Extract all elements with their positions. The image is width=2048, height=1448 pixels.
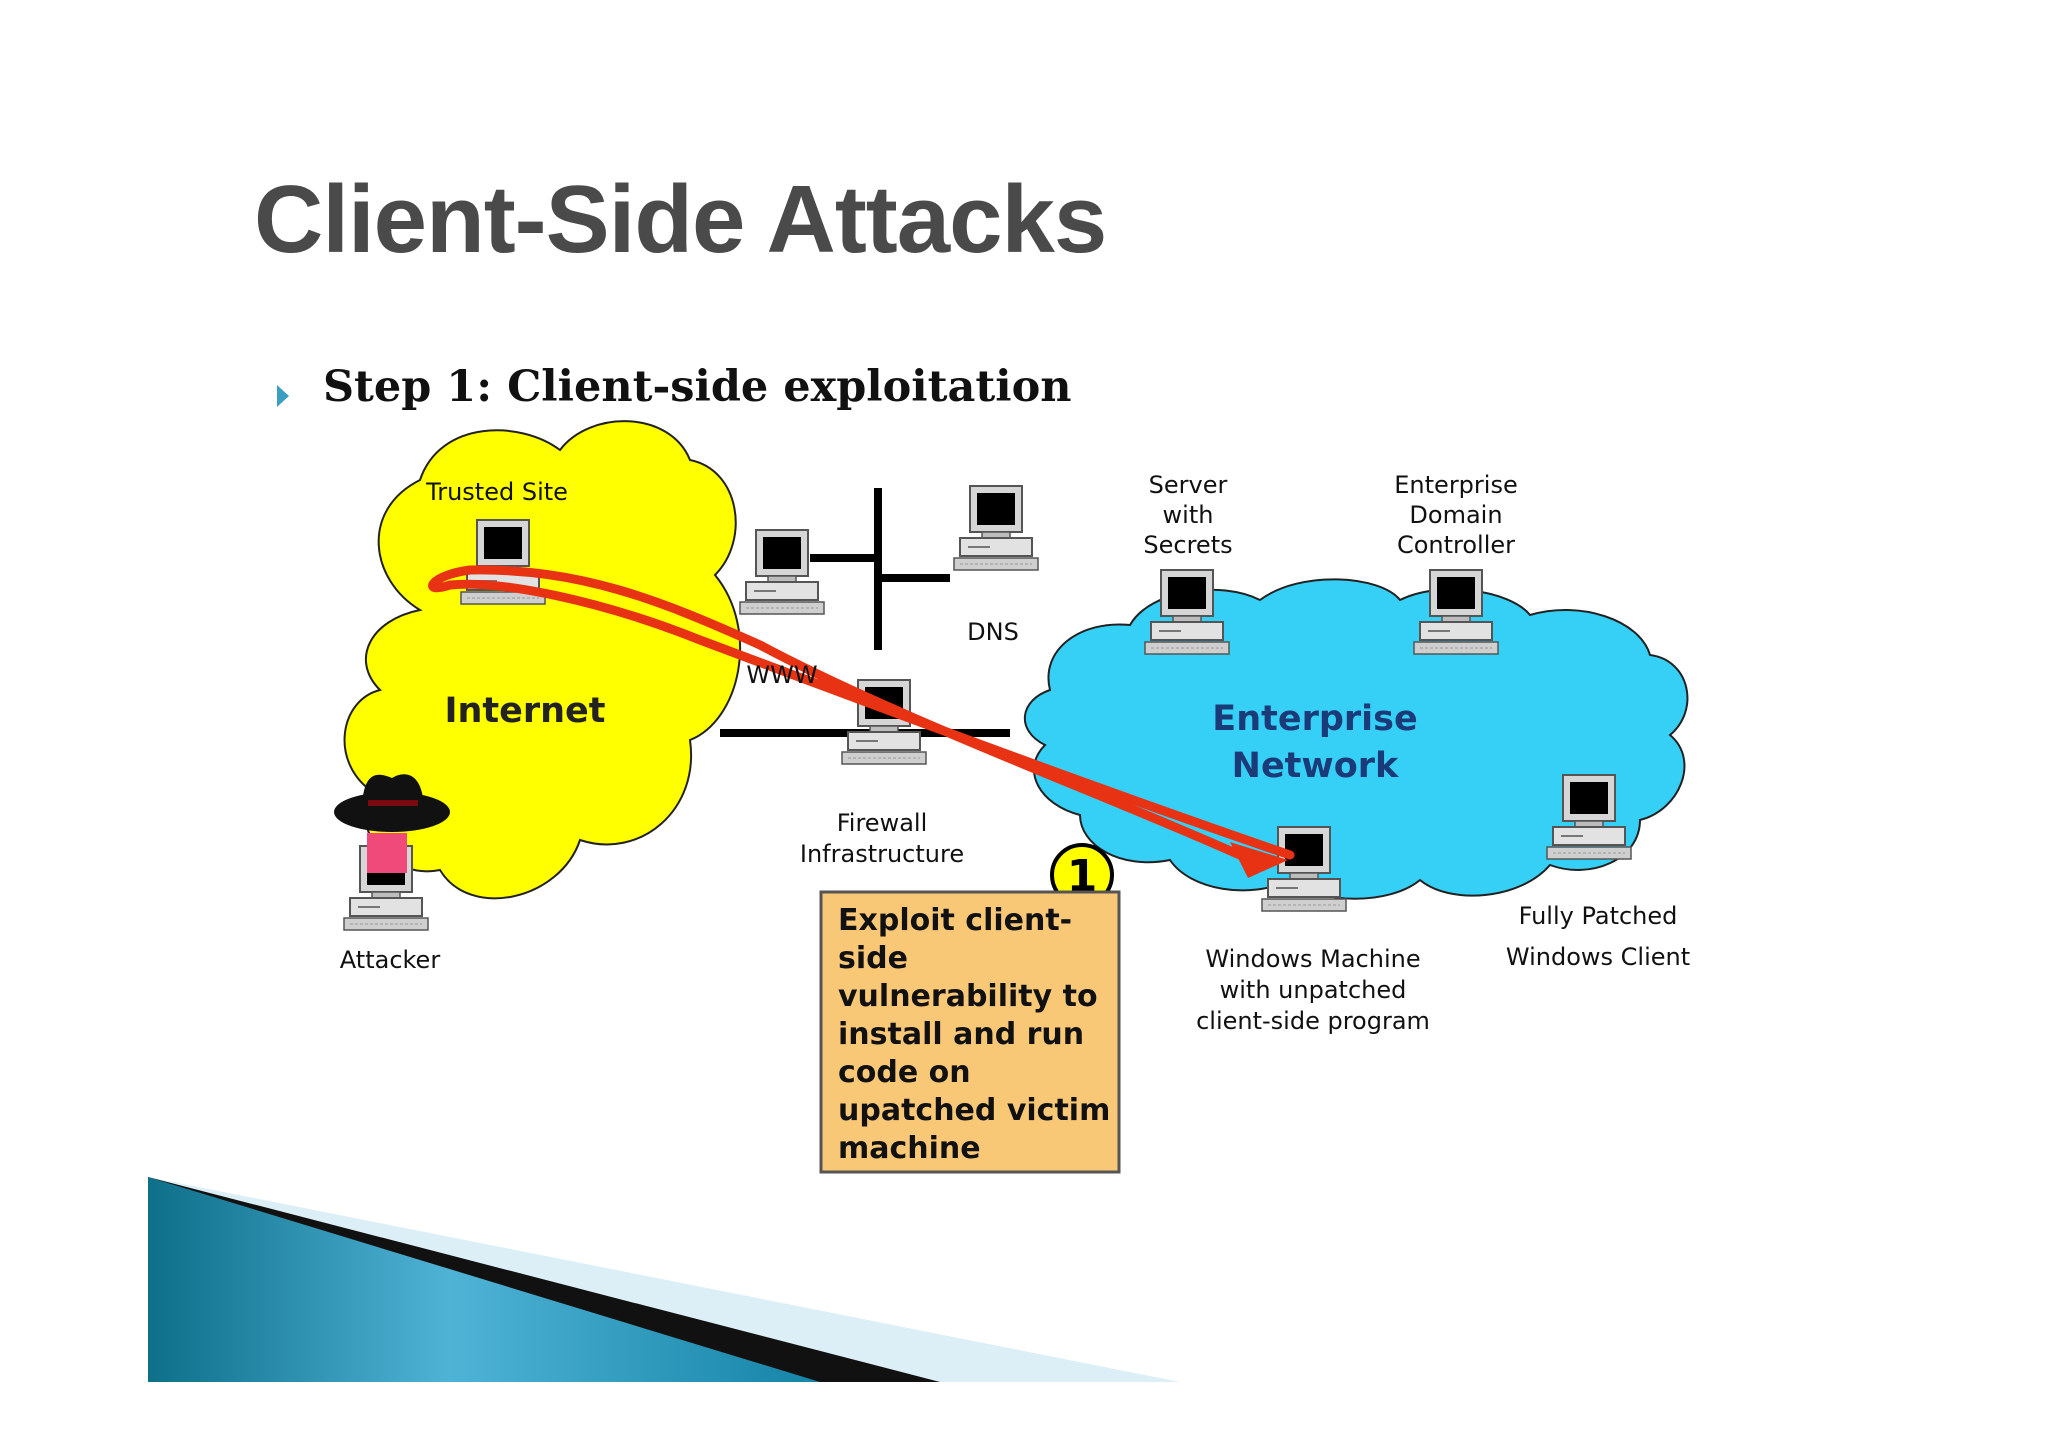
firewall-label-line-2: Infrastructure <box>800 840 964 868</box>
decor-teal-band <box>148 1177 820 1382</box>
callout-line-3: vulnerability to <box>838 979 1098 1014</box>
domain-controller-label-line-2: Domain <box>1409 501 1502 529</box>
bullet-arrow-icon <box>277 385 289 407</box>
domain-controller-label-line-1: Enterprise <box>1394 471 1517 499</box>
attacker-hat-icon <box>334 774 450 832</box>
callout-line-4: install and run <box>838 1017 1084 1052</box>
fully-patched-label-line-2: Windows Client <box>1506 943 1690 971</box>
server-secrets-label-line-2: with <box>1163 501 1214 529</box>
callout-line-7: machine <box>838 1131 981 1166</box>
internet-cloud <box>343 420 742 900</box>
attack-arrowhead-icon <box>1230 842 1288 878</box>
callout-line-6: upatched victim <box>838 1093 1110 1128</box>
windows-machine-label-line-1: Windows Machine <box>1205 945 1420 973</box>
enterprise-network-label-line-2: Network <box>1232 746 1399 786</box>
callout-line-1: Exploit client- <box>838 903 1072 938</box>
attacker-label: Attacker <box>340 946 441 974</box>
callout-line-2: side <box>838 941 908 976</box>
callout-box <box>819 890 1121 1174</box>
server-secrets-label-line-1: Server <box>1149 471 1228 499</box>
attacker-screen <box>367 833 407 873</box>
trusted-site-label: Trusted Site <box>425 478 568 506</box>
slide-title: Client-Side Attacks <box>254 166 1107 273</box>
internet-label: Internet <box>444 691 605 731</box>
callout-line-5: code on <box>838 1055 971 1090</box>
bullet-text: Step 1: Client-side exploitation <box>323 362 1072 412</box>
firewall-label-line-1: Firewall <box>837 809 928 837</box>
www-label: WWW <box>746 661 817 689</box>
enterprise-network-label-line-1: Enterprise <box>1212 699 1417 739</box>
fully-patched-label-line-1: Fully Patched <box>1519 902 1678 930</box>
dns-label: DNS <box>967 618 1019 646</box>
windows-machine-label-line-2: with unpatched <box>1220 976 1407 1004</box>
server-secrets-label-line-3: Secrets <box>1143 531 1232 559</box>
windows-machine-label-line-3: client-side program <box>1196 1007 1430 1035</box>
attack-path-arrow <box>428 565 1295 870</box>
domain-controller-label-line-3: Controller <box>1397 531 1515 559</box>
